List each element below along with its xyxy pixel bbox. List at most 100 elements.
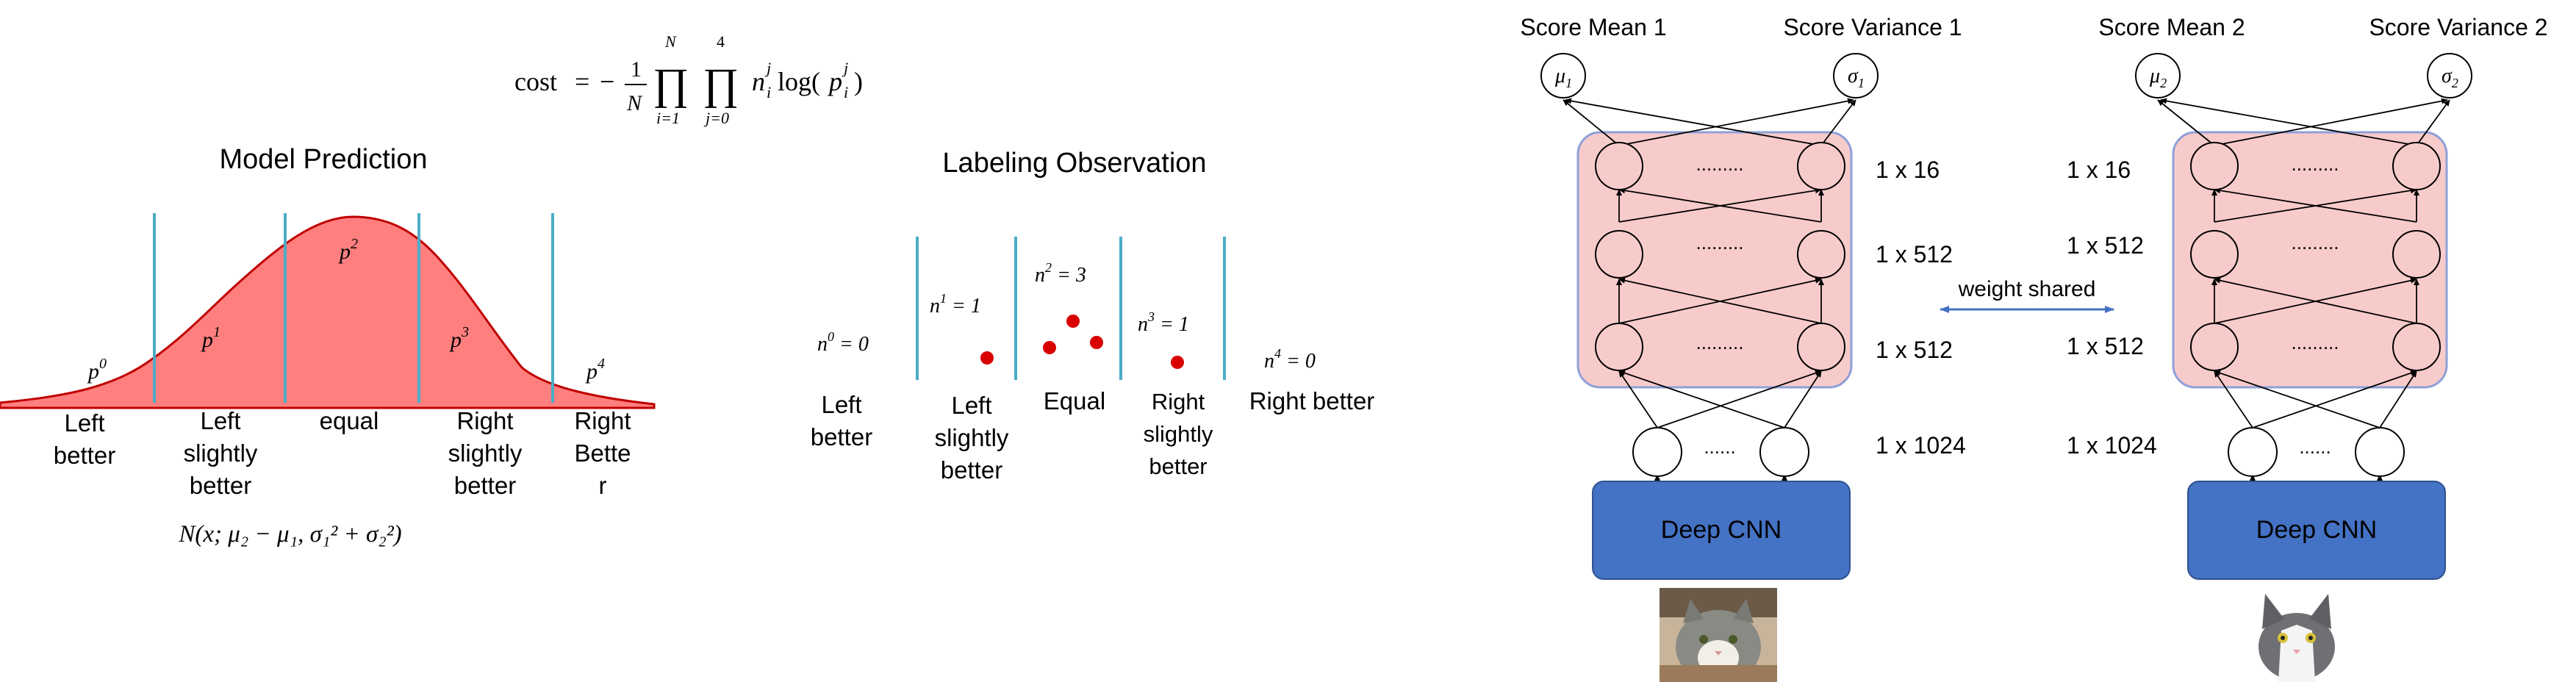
- left-network: Score Mean 1 Score Variance 1 μ1 σ1: [1520, 14, 1966, 682]
- right-dots-l1024: ......: [2299, 436, 2331, 458]
- obs-cat-right-better: Right better: [1249, 387, 1375, 414]
- right-size-16: 1 x 16: [2067, 157, 2131, 183]
- obs-dot-right-slightly: [1171, 356, 1184, 369]
- right-l512a-n1: [2190, 230, 2239, 279]
- left-sigma-symbol: σ1: [1848, 65, 1865, 90]
- observation-category-labels: Left better Left slightly better Equal R…: [811, 387, 1375, 484]
- right-l512a-n2: [2392, 230, 2441, 279]
- cost-equals: =: [575, 67, 589, 96]
- p2-label: p2: [338, 236, 358, 264]
- left-sigma-node: [1833, 53, 1879, 98]
- n4-count: n4 = 0: [1264, 346, 1316, 373]
- right-l1024-n1: [2228, 427, 2278, 477]
- p-base: p: [827, 67, 842, 96]
- obs-cat-equal: Equal: [1044, 387, 1105, 414]
- p4-label: p4: [585, 356, 605, 384]
- cost-minus: −: [600, 67, 614, 96]
- p3-label: p3: [449, 324, 469, 352]
- labeling-observation-title: Labeling Observation: [942, 148, 1206, 179]
- pred-cat-right-better-2: Bette: [574, 439, 631, 467]
- right-sigma-node: [2427, 53, 2472, 98]
- model-prediction-title: Model Prediction: [219, 144, 427, 175]
- obs-dot-equal-2: [1043, 341, 1056, 354]
- right-neurons: [2190, 142, 2441, 371]
- left-l512a-n1: [1595, 230, 1643, 279]
- prediction-dividers: [153, 213, 554, 403]
- left-mu-node: [1540, 53, 1586, 98]
- left-l1024-n1: [1632, 427, 1682, 477]
- right-network: Score Mean 2 Score Variance 2 μ2 σ2: [2067, 14, 2548, 682]
- pred-cat-right-better-3: r: [599, 472, 607, 499]
- right-l512b-n1: [2190, 323, 2239, 371]
- pred-cat-right-slightly-1: Right: [456, 407, 513, 434]
- left-size-512a: 1 x 512: [1876, 241, 1953, 268]
- prediction-category-labels: Left better Left slightly better equal R…: [54, 407, 631, 499]
- n2-count: n2 = 3: [1035, 260, 1086, 287]
- pred-cat-right-slightly-2: slightly: [448, 439, 523, 467]
- close-paren: ): [854, 67, 863, 96]
- log-text: log(: [778, 67, 820, 96]
- obs-dot-left-slightly: [980, 351, 994, 365]
- left-l512a-n2: [1797, 230, 1845, 279]
- right-size-1024: 1 x 1024: [2067, 432, 2157, 459]
- left-score-variance-label: Score Variance 1: [1783, 14, 1962, 40]
- left-layer-sizes: 1 x 16 1 x 512 1 x 512 1 x 1024: [1876, 157, 1966, 459]
- obs-dot-equal-1: [1066, 315, 1080, 328]
- observation-dividers: [916, 237, 1226, 380]
- pred-cat-left-better-2: better: [54, 442, 115, 469]
- right-input-neurons: [2228, 427, 2405, 477]
- left-dots-l512b: .........: [1696, 331, 1743, 353]
- prod1-symbol: ∏: [653, 60, 689, 108]
- p-sup: j: [842, 59, 848, 77]
- right-input-cat-image: [2251, 584, 2343, 682]
- obs-cat-left-slightly-1: Left: [951, 392, 991, 419]
- normal-distribution-formula: N(x; μ₂ − μ₁, σ₁² + σ₂²): [178, 521, 401, 548]
- obs-cat-left-slightly-2: slightly: [935, 424, 1009, 451]
- left-connections: [1563, 98, 1856, 481]
- obs-cat-right-slightly-1: Right: [1152, 389, 1205, 414]
- left-l1024-n2: [1759, 427, 1809, 477]
- n0-count: n0 = 0: [817, 329, 869, 356]
- left-score-mean-label: Score Mean 1: [1520, 14, 1666, 40]
- prod2-upper: 4: [717, 32, 725, 51]
- prod2-lower: j=0: [703, 109, 729, 127]
- right-l16-n2: [2392, 142, 2441, 190]
- obs-cat-left-better-2: better: [811, 423, 872, 451]
- right-layer-sizes: 1 x 16 1 x 512 1 x 512 1 x 1024: [2067, 157, 2157, 459]
- left-ellipses: ......... ......... ......... ......: [1696, 153, 1743, 458]
- right-mu-symbol: μ2: [2149, 65, 2167, 90]
- left-l16-n2: [1797, 142, 1845, 190]
- right-cnn-label: Deep CNN: [2256, 516, 2377, 544]
- observation-dots: [980, 315, 1184, 369]
- cost-frac-num: 1: [631, 57, 642, 82]
- right-score-mean-label: Score Mean 2: [2098, 14, 2245, 40]
- right-sigma-symbol: σ2: [2442, 65, 2458, 90]
- prod1-upper: N: [664, 32, 677, 51]
- right-l1024-n2: [2355, 427, 2405, 477]
- p-sub: i: [844, 83, 848, 101]
- weight-shared-indicator: weight shared: [1940, 277, 2114, 313]
- right-score-variance-label: Score Variance 2: [2369, 14, 2547, 40]
- obs-dot-equal-3: [1090, 336, 1103, 349]
- cost-formula: cost = − 1 N N ∏ i=1 4 ∏ j=0 n j i log( …: [514, 32, 863, 127]
- right-dots-l512a: .........: [2291, 231, 2339, 254]
- model-prediction-panel: Model Prediction p0 p1 p2 p3 p4 Left bet…: [0, 144, 656, 548]
- left-dots-l16: .........: [1696, 153, 1743, 175]
- left-size-1024: 1 x 1024: [1876, 432, 1966, 459]
- p0-label: p0: [87, 356, 107, 384]
- left-dots-l1024: ......: [1704, 436, 1735, 458]
- pred-cat-left-slightly-1: Left: [200, 407, 240, 434]
- right-cnn-block: [2187, 481, 2446, 580]
- pred-cat-right-better-1: Right: [574, 407, 631, 434]
- left-size-16: 1 x 16: [1876, 157, 1940, 183]
- right-mu-node: [2135, 53, 2181, 98]
- cost-frac-den: N: [626, 91, 643, 115]
- pred-cat-left-better-1: Left: [64, 409, 104, 437]
- n-sup: j: [764, 59, 771, 77]
- right-ellipses: ......... ......... ......... ......: [2291, 153, 2339, 458]
- left-l512b-n1: [1595, 323, 1643, 371]
- left-l16-n1: [1595, 142, 1643, 190]
- left-input-cat-image: [1660, 588, 1777, 682]
- obs-cat-right-slightly-2: slightly: [1144, 421, 1213, 447]
